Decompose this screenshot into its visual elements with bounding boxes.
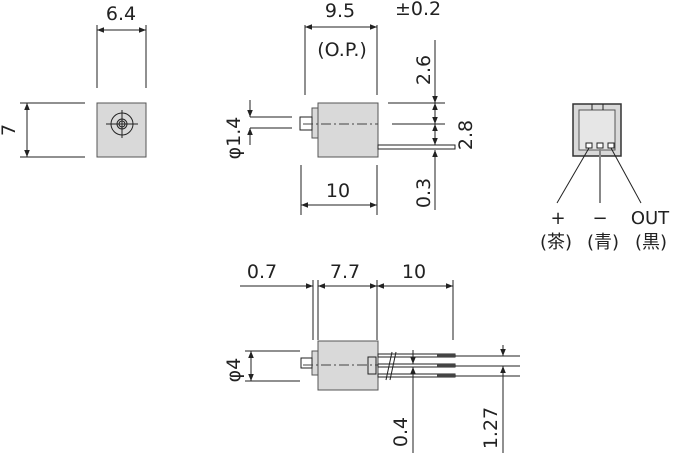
dim-tolerance: ±0.2 xyxy=(395,0,441,20)
dim-lead-offset: 2.8 xyxy=(455,120,477,150)
dim-shaft-dia: φ1.4 xyxy=(223,117,245,160)
dim-body-dia: φ4 xyxy=(223,358,245,383)
pinout-view: + − OUT (茶) (青) (黒) xyxy=(540,103,670,253)
pin-color-minus: (青) xyxy=(587,232,619,253)
dim-front-width: 6.4 xyxy=(106,3,136,25)
dim-body: 7.7 xyxy=(330,261,360,283)
dim-top-offset: 2.6 xyxy=(413,55,435,85)
dim-flange: 0.7 xyxy=(247,261,277,283)
pin-plus xyxy=(585,142,593,149)
front-view: 6.4 7 xyxy=(0,3,147,158)
pin-color-out: (黒) xyxy=(635,232,667,253)
pin-label-plus: + xyxy=(550,208,565,229)
dim-body-length: 10 xyxy=(326,180,350,202)
bottom-leads xyxy=(377,351,520,381)
op-note: (O.P.) xyxy=(317,39,367,61)
dim-pitch: 1.27 xyxy=(480,407,502,449)
side-body xyxy=(317,102,379,158)
dim-front-height: 7 xyxy=(0,124,20,136)
bottom-view: 0.7 7.7 10 φ4 0.4 1.27 xyxy=(223,261,520,453)
pin-label-minus: − xyxy=(592,208,607,229)
side-lead xyxy=(377,144,456,150)
pin-minus xyxy=(596,142,604,149)
dim-lead: 10 xyxy=(402,261,426,283)
pin-label-out: OUT xyxy=(631,208,670,229)
side-view: 9.5 ±0.2 (O.P.) φ1.4 10 2.6 2.8 0.3 xyxy=(223,0,477,215)
side-flange xyxy=(311,107,319,139)
dim-op-length: 9.5 xyxy=(325,0,355,22)
dim-lead-thickness: 0.3 xyxy=(413,178,435,208)
pin-out xyxy=(607,142,615,149)
dim-lead-width: 0.4 xyxy=(390,417,412,447)
pin-color-plus: (茶) xyxy=(540,232,572,253)
